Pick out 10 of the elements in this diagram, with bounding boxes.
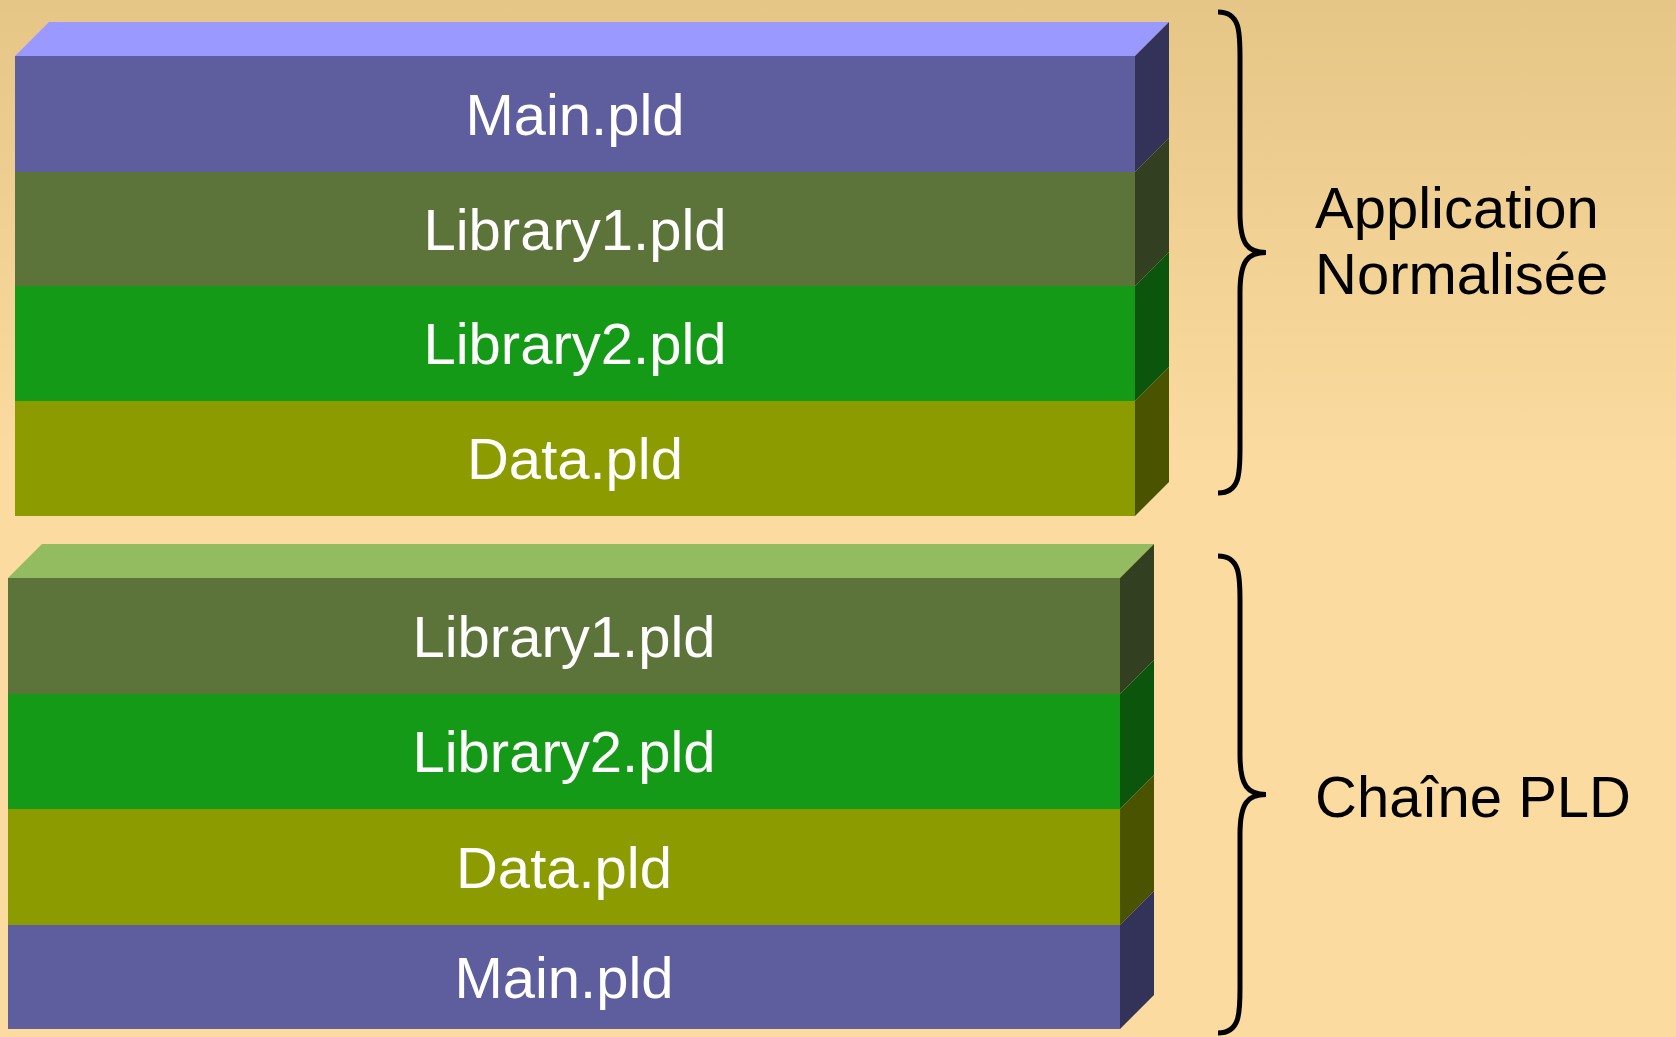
layer-band: Library2.pld (15, 286, 1135, 401)
group-label: Chaîne PLD (1315, 764, 1632, 830)
layer-band: Main.pld (8, 925, 1120, 1029)
layer-band: Data.pld (8, 809, 1120, 925)
group-label: Application Normalisée (1315, 175, 1610, 307)
layer-band: Data.pld (15, 401, 1135, 516)
layer-band: Library2.pld (8, 694, 1120, 809)
layer-band: Library1.pld (8, 578, 1120, 694)
layer-band: Library1.pld (15, 172, 1135, 286)
layer-band: Main.pld (15, 56, 1135, 172)
